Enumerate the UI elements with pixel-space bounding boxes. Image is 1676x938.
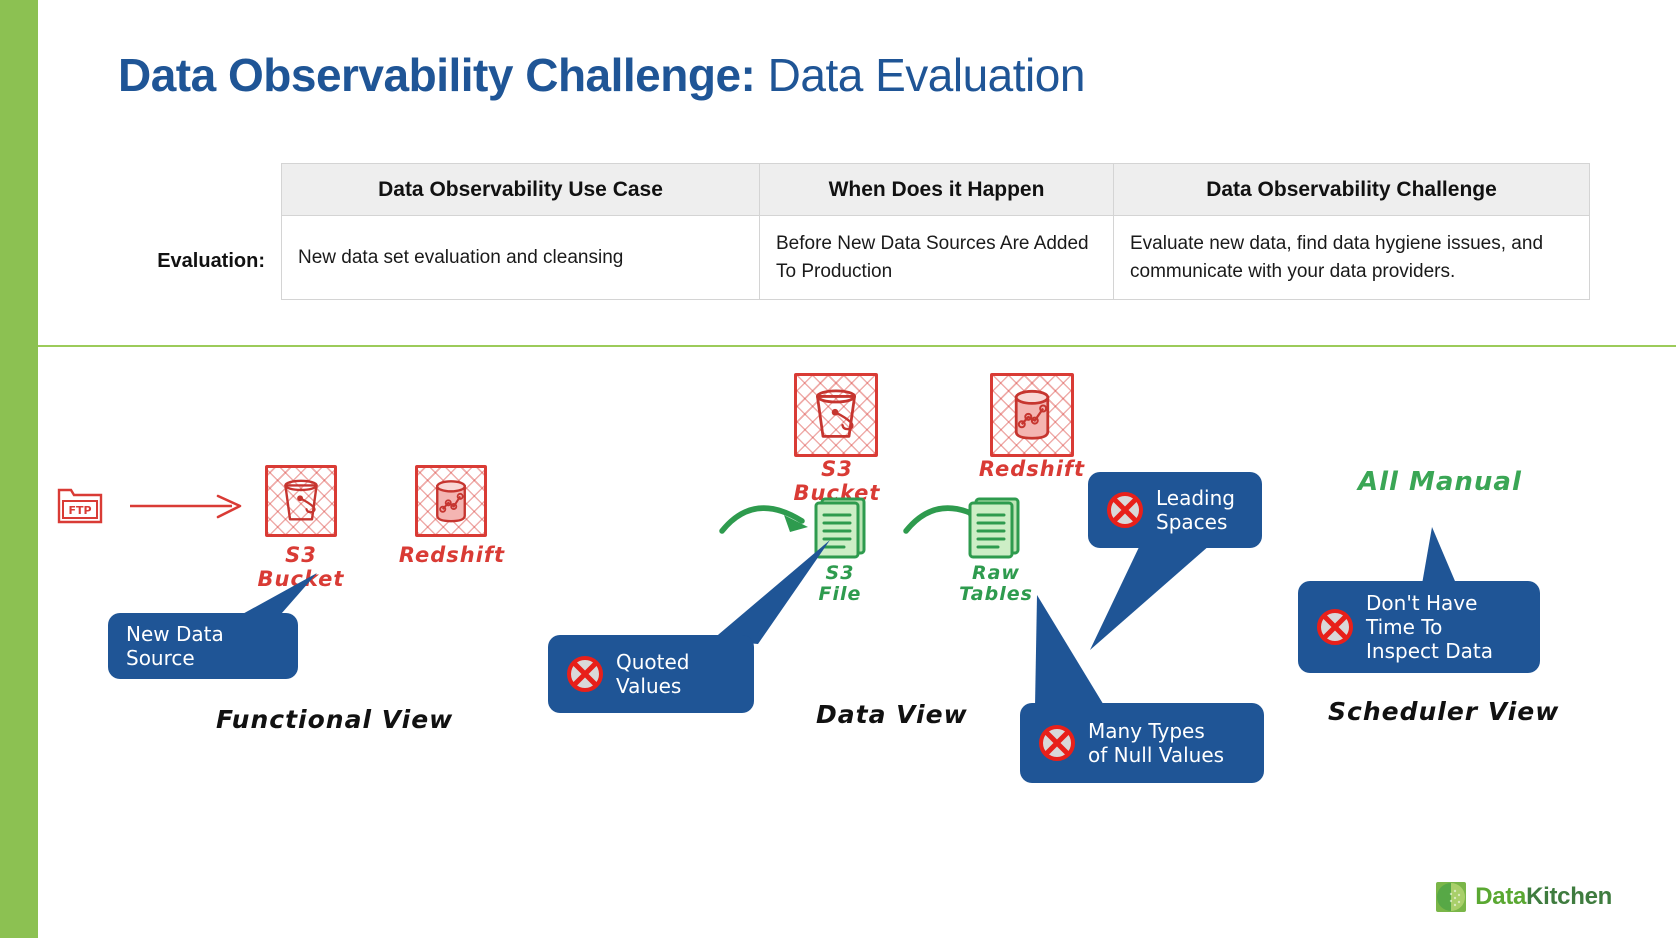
- callout-quoted-values-label: Quoted Values: [616, 650, 690, 698]
- data-view-label: Data View: [816, 700, 968, 729]
- s3-bucket-icon-functional: [265, 465, 337, 537]
- svg-text:FTP: FTP: [68, 504, 91, 517]
- cell-challenge: Evaluate new data, find data hygiene iss…: [1113, 215, 1590, 301]
- table-header-row: Data Observability Use Case When Does it…: [281, 162, 1590, 217]
- datakitchen-logo: DataKitchen: [1436, 882, 1612, 912]
- s3-bucket-icon-data: [794, 373, 878, 457]
- redshift-label-functional: Redshift: [398, 543, 506, 567]
- page-title-regular: Data Evaluation: [755, 49, 1086, 101]
- callout-many-null-values-label: Many Types of Null Values: [1088, 719, 1225, 767]
- all-manual-annotation: All Manual: [1358, 467, 1522, 497]
- table-row-label: Evaluation:: [157, 250, 265, 272]
- callout-quoted-values[interactable]: Quoted Values: [548, 635, 754, 713]
- s3-bucket-label-functional: S3 Bucket: [257, 543, 345, 591]
- callout-many-null-values[interactable]: Many Types of Null Values: [1020, 703, 1264, 783]
- datakitchen-logo-text: DataKitchen: [1475, 883, 1612, 911]
- diagram-canvas: FTP S3 Bucket Redshift: [0, 345, 1676, 938]
- leading-spaces-callout-tail: [1080, 545, 1260, 655]
- functional-view-label: Functional View: [216, 705, 454, 734]
- error-x-icon: [566, 655, 604, 693]
- column-header-when: When Does it Happen: [759, 162, 1114, 217]
- callout-inspect-data-label: Don't Have Time To Inspect Data: [1366, 591, 1493, 663]
- left-accent-bar: [0, 0, 38, 938]
- cell-use-case: New data set evaluation and cleansing: [281, 215, 760, 301]
- callout-new-data-source[interactable]: New Data Source: [108, 613, 298, 679]
- arrow-to-s3-file: [718, 487, 823, 539]
- callout-leading-spaces[interactable]: Leading Spaces: [1088, 472, 1262, 548]
- error-x-icon: [1316, 608, 1354, 646]
- redshift-icon-functional: [415, 465, 487, 537]
- arrow-ftp-to-s3: [128, 493, 248, 521]
- scheduler-view-label: Scheduler View: [1328, 697, 1560, 726]
- quoted-values-callout-tail: [640, 540, 860, 650]
- logo-text-kitchen: Kitchen: [1526, 883, 1612, 910]
- error-x-icon: [1038, 724, 1076, 762]
- section-divider: [38, 345, 1676, 347]
- column-header-use-case: Data Observability Use Case: [281, 162, 760, 217]
- many-null-values-callout-tail: [1015, 595, 1195, 715]
- cell-when: Before New Data Sources Are Added To Pro…: [759, 215, 1114, 301]
- column-header-challenge: Data Observability Challenge: [1113, 162, 1590, 217]
- callout-dont-have-time-to-inspect-data[interactable]: Don't Have Time To Inspect Data: [1298, 581, 1540, 673]
- redshift-icon-data: [990, 373, 1074, 457]
- callout-leading-spaces-label: Leading Spaces: [1156, 486, 1235, 534]
- callout-new-data-source-label: New Data Source: [126, 622, 224, 670]
- page-title: Data Observability Challenge: Data Evalu…: [118, 48, 1518, 102]
- raw-tables-icon: [966, 493, 1024, 559]
- table-row: New data set evaluation and cleansing Be…: [281, 215, 1590, 301]
- raw-tables-label: Raw Tables: [959, 562, 1033, 606]
- s3-file-label: S3 File: [818, 562, 862, 606]
- logo-text-data: Data: [1475, 883, 1527, 910]
- redshift-label-data: Redshift: [978, 457, 1086, 481]
- datakitchen-logo-mark: [1436, 882, 1467, 912]
- error-x-icon: [1106, 491, 1144, 529]
- observability-table: Data Observability Use Case When Does it…: [281, 162, 1590, 301]
- ftp-folder-icon: FTP: [57, 487, 103, 525]
- page-title-bold: Data Observability Challenge:: [118, 49, 756, 101]
- s3-file-icon: [812, 493, 870, 559]
